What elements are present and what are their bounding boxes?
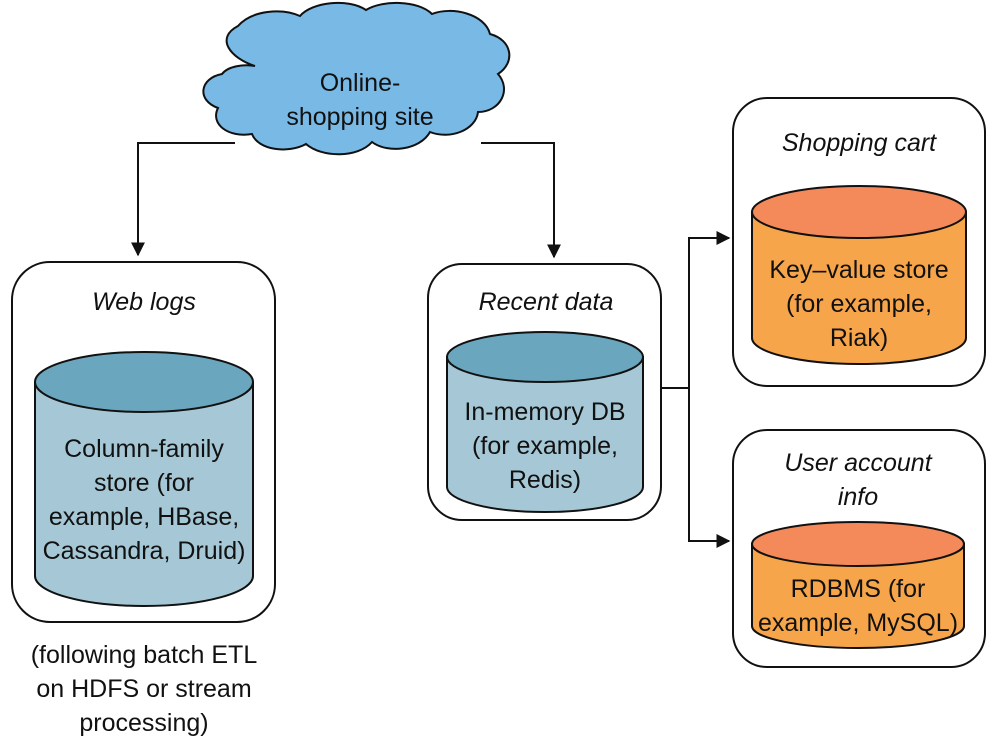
arrow-to-recent-data xyxy=(481,142,561,259)
shopping-cart-title: Shopping cart xyxy=(782,129,937,157)
web-logs-box: Web logs Column-family store (for exampl… xyxy=(11,261,276,623)
shopping-cart-store-line1: Key–value store xyxy=(769,256,948,284)
user-account-store-line2: example, MySQL) xyxy=(758,609,958,637)
web-logs-caption: (following batch ETL on HDFS or stream p… xyxy=(31,641,258,737)
key-value-store-cylinder: Key–value store (for example, Riak) xyxy=(751,185,967,365)
recent-data-store-line2: (for example, xyxy=(472,432,618,460)
web-logs-store-line2: store (for xyxy=(94,469,194,497)
user-account-title-line1: User account xyxy=(784,449,932,477)
cloud-shape: Online- shopping site xyxy=(202,1,511,156)
connectors xyxy=(131,142,731,548)
shopping-cart-box: Shopping cart Key–value store (for examp… xyxy=(732,97,986,387)
recent-data-store-line3: Redis) xyxy=(509,466,581,494)
shopping-cart-store-line2: (for example, xyxy=(786,290,932,318)
web-logs-store-line4: Cassandra, Druid) xyxy=(43,537,246,565)
column-family-store-cylinder: Column-family store (for example, HBase,… xyxy=(34,351,254,607)
arrow-to-web-logs xyxy=(131,142,235,257)
recent-data-store-line1: In-memory DB xyxy=(464,398,625,426)
caption-line2: on HDFS or stream xyxy=(36,675,251,703)
user-account-store-line1: RDBMS (for xyxy=(791,575,926,603)
web-logs-store-line1: Column-family xyxy=(64,435,224,463)
web-logs-store-line3: example, HBase, xyxy=(49,503,239,531)
web-logs-title: Web logs xyxy=(92,288,196,316)
cloud-label-line1: Online- xyxy=(320,69,401,97)
arrow-to-user-account xyxy=(688,388,731,548)
user-account-box: User account info RDBMS (for example, My… xyxy=(732,429,986,668)
in-memory-db-cylinder: In-memory DB (for example, Redis) xyxy=(446,331,644,513)
caption-line1: (following batch ETL xyxy=(31,641,258,669)
shopping-cart-store-line3: Riak) xyxy=(830,324,888,352)
cloud-label-line2: shopping site xyxy=(286,103,433,131)
user-account-title-line2: info xyxy=(838,483,878,511)
rdbms-cylinder: RDBMS (for example, MySQL) xyxy=(751,521,965,649)
connector-split xyxy=(661,231,731,389)
caption-line3: processing) xyxy=(79,709,208,737)
recent-data-box: Recent data In-memory DB (for example, R… xyxy=(427,263,662,521)
recent-data-title: Recent data xyxy=(479,288,614,316)
